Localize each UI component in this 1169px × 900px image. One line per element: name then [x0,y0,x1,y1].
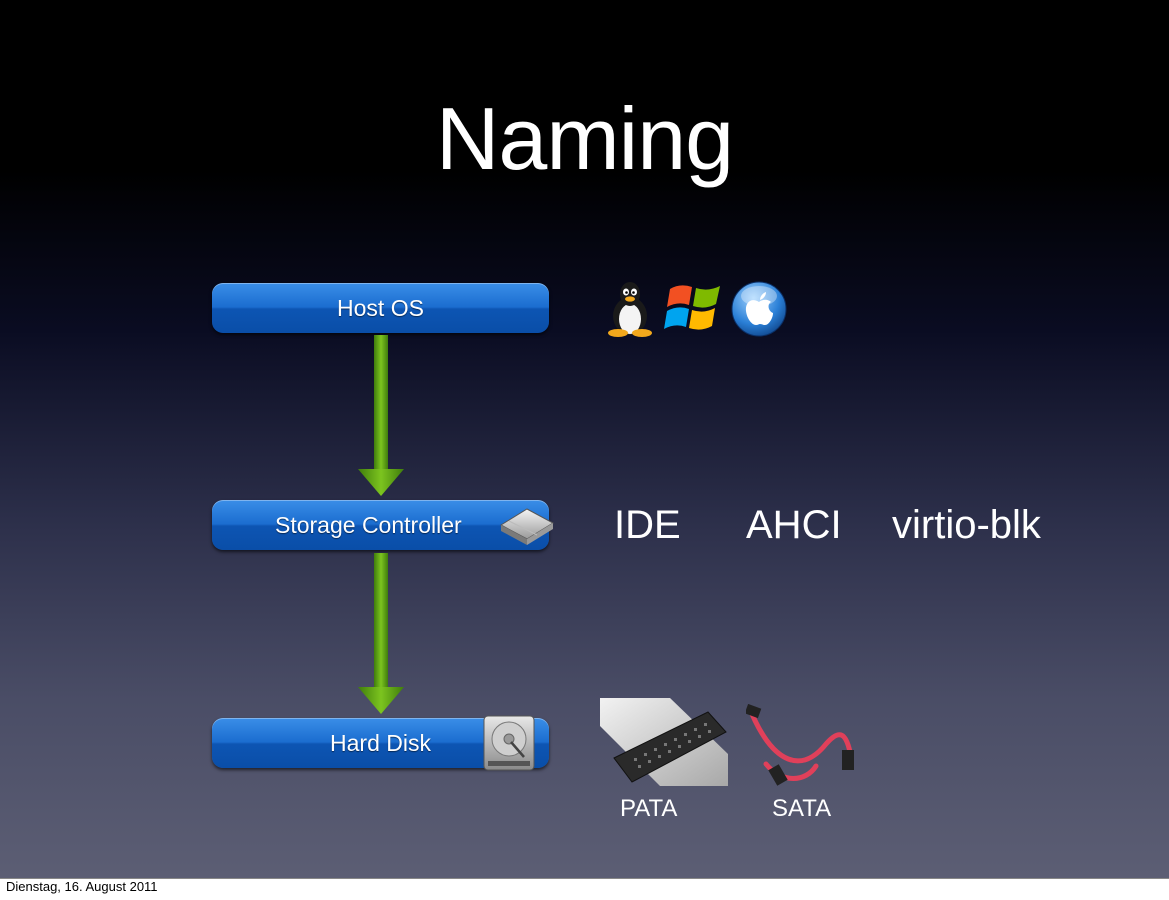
pata-connector-icon [600,698,728,786]
controller-chip-icon [499,508,555,545]
host-os-label: Host OS [337,294,424,321]
storage-controller-box: Storage Controller [212,500,549,550]
storage-controller-label: Storage Controller [275,511,462,538]
arrow-controller-to-disk [358,553,404,714]
apple-logo-icon [731,281,787,337]
hard-disk-label: Hard Disk [330,729,431,756]
windows-logo-icon [664,285,720,330]
linux-tux-icon [608,282,652,337]
virtio-blk-label: virtio-blk [892,503,1041,547]
pata-label: PATA [620,795,678,822]
hard-disk-icon [483,715,535,771]
ahci-label: AHCI [746,503,842,547]
host-os-box: Host OS [212,283,549,333]
footer-date: Dienstag, 16. August 2011 [6,879,158,894]
sata-label: SATA [772,795,832,822]
arrow-host-to-controller [358,335,404,496]
ide-label: IDE [614,503,681,547]
sata-cable-icon [746,704,854,786]
slide: Naming Host OS Storage Controller [0,0,1169,879]
slide-title: Naming [435,89,734,188]
